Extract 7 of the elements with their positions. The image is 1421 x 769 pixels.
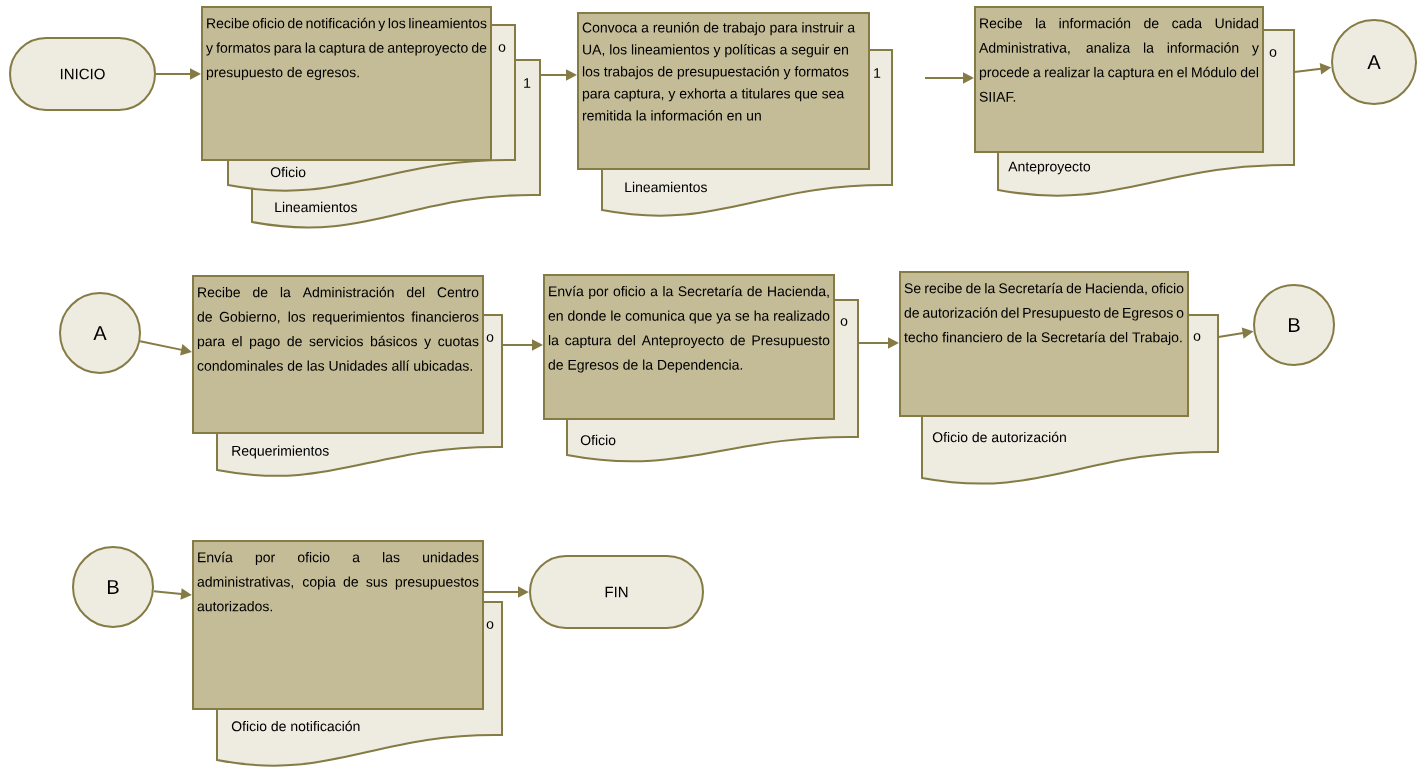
process-box: Envía por oficio a las unidades administrativas, copia de sus presupuestos autorizados. <box>192 540 484 710</box>
process-box: Convoca a reunión de trabajo para instruir a UA, los lineamientos y políticas a seguir en los trabajos de presupuestación y formatos para captura, y exhorta a titulares que sea remitida la información en un <box>577 12 870 170</box>
process-box: Recibe la información de cada Unidad Administrativa, analiza la información y procede a realizar la captura en el Módulo del SIIAF. <box>974 6 1264 153</box>
process-box: Envía por oficio a la Secretaría de Hacienda, en donde le comunica que ya se ha realizado la captura del Anteproyecto de Presupuesto de Egresos de la Dependencia. <box>543 274 835 420</box>
process-box: Recibe oficio de notificación y los lineamientos y formatos para la captura de anteproyecto de presupuesto de egresos. <box>201 6 492 161</box>
process-box: Se recibe de la Secretaría de Hacienda, oficio de autorización del Presupuesto de Egresos o techo financiero de la Secretaría del Trabajo. <box>899 271 1189 417</box>
process-box: Recibe de la Administración del Centro de Gobierno, los requerimientos financieros para el pago de servicios básicos y cuotas condominales de las Unidades allí ubicadas. <box>192 275 484 434</box>
